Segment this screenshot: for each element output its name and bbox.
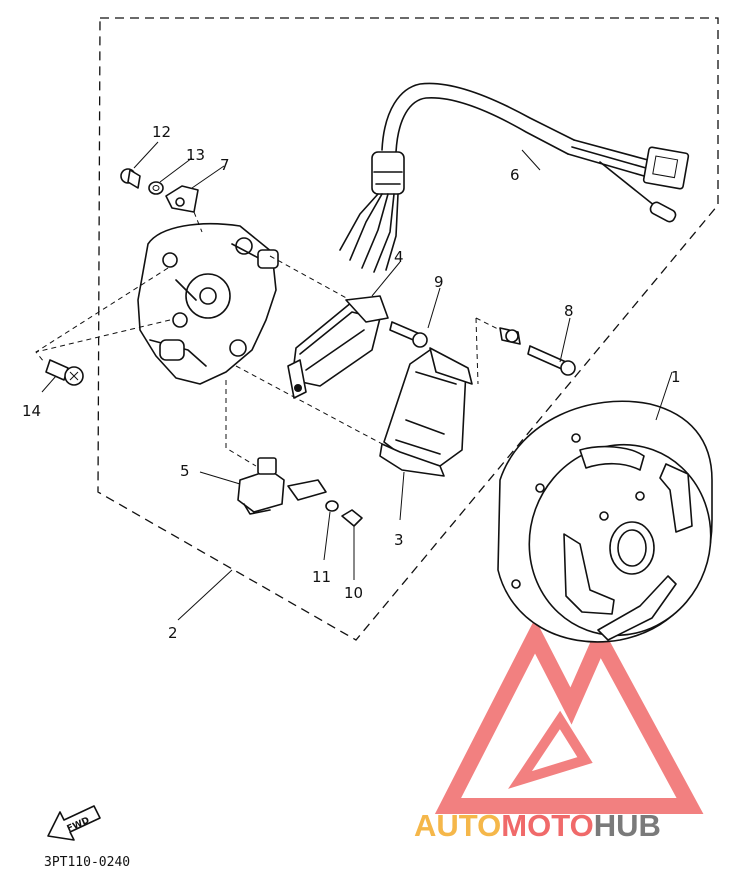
watermark-text: AUTOMOTOHUB: [414, 808, 661, 843]
watermark-part-auto: AUTO: [414, 808, 501, 843]
assembly-boundary: [97, 17, 719, 641]
callout-6: 6: [510, 166, 520, 184]
callout-3: 3: [394, 531, 404, 549]
clamp-7: [165, 185, 199, 213]
washer-13: [148, 181, 164, 195]
screw-12: [120, 168, 141, 189]
watermark-part-moto: MOTO: [501, 808, 593, 843]
callout-8: 8: [564, 302, 574, 320]
rotor-flywheel: [497, 400, 713, 643]
watermark-part-hub: HUB: [594, 808, 661, 843]
washer-11: [325, 500, 339, 512]
callout-14: 14: [22, 402, 41, 420]
callout-11: 11: [312, 568, 331, 586]
pickup-coil: [287, 295, 389, 399]
callout-labels: 1 2 3 4 5 6 7 8 9 10 11 12 13 14: [22, 123, 681, 642]
callout-9: 9: [434, 273, 444, 291]
fwd-arrow-icon: FWD: [47, 805, 101, 841]
charge-coil: [379, 347, 473, 477]
watermark-logo-icon: [434, 618, 704, 814]
screw-8: [499, 327, 576, 376]
callout-10: 10: [344, 584, 363, 602]
screw-9: [389, 321, 428, 348]
callout-5: 5: [180, 462, 190, 480]
figure-code: 3PT110-0240: [44, 855, 130, 870]
bolt-10: [341, 509, 363, 527]
wire-harness: [339, 82, 690, 273]
source-coil: [237, 457, 327, 515]
screw-14: [45, 359, 84, 386]
stator-base-plate: [137, 222, 279, 385]
callout-7: 7: [220, 156, 230, 174]
callout-2: 2: [168, 624, 178, 642]
callout-1: 1: [671, 368, 681, 386]
callout-12: 12: [152, 123, 171, 141]
leader-lines: [35, 141, 673, 621]
callout-4: 4: [394, 248, 404, 266]
callout-13: 13: [186, 146, 205, 164]
